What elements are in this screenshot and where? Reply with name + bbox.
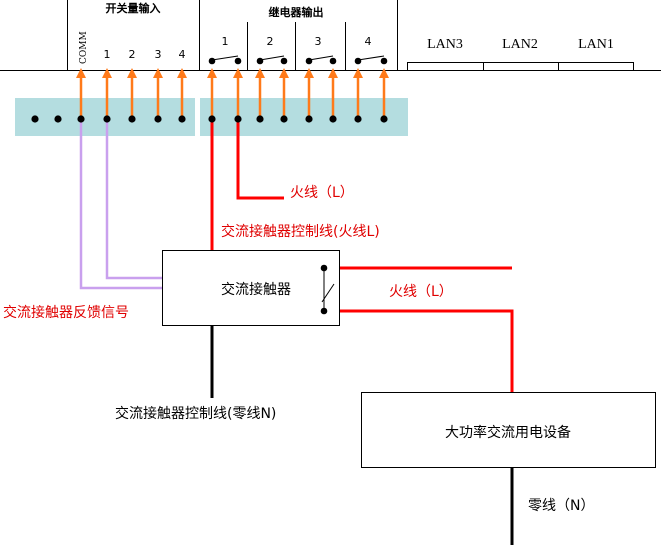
live-wires [210, 118, 514, 392]
input-number-2: 2 [129, 48, 136, 61]
relay-contacts [211, 55, 385, 61]
contactor-control-neutral-label: 交流接触器控制线(零线N) [115, 405, 276, 422]
contactor-feedback-label: 交流接触器反馈信号 [3, 304, 129, 321]
neutral-wire-label: 零线（N） [528, 498, 594, 514]
relay-number-1: 1 [222, 35, 229, 48]
contactor-box [162, 250, 340, 326]
relay-number-4: 4 [365, 35, 372, 48]
relay-number-3: 3 [315, 35, 322, 48]
contactor-name: 交流接触器 [221, 281, 291, 298]
comm-label: COMM [79, 31, 89, 64]
terminal-arrows [79, 76, 386, 118]
switch-input-label: 开关量输入 [106, 1, 161, 15]
lan-ports [407, 62, 634, 71]
relay-output-label: 继电器输出 [269, 5, 324, 19]
lan2-label: LAN2 [502, 37, 538, 52]
equipment-name: 大功率交流用电设备 [445, 424, 571, 441]
equipment-box [361, 392, 656, 468]
lan1-label: LAN1 [578, 37, 614, 52]
relay-contact-dots [208, 57, 388, 65]
input-number-4: 4 [179, 48, 186, 61]
arrow-heads [76, 68, 389, 78]
neutral-wires [210, 326, 514, 545]
input-number-1: 1 [104, 48, 111, 61]
terminal-dots [31, 115, 388, 123]
lan3-label: LAN3 [427, 37, 463, 52]
feedback-wires [79, 118, 162, 290]
live-wire-label-1: 火线（L） [290, 185, 354, 201]
contactor-switch [320, 264, 335, 315]
input-number-3: 3 [155, 48, 162, 61]
contactor-control-live-label: 交流接触器控制线(火线L) [221, 223, 380, 240]
output-terminal-strip [200, 98, 408, 136]
relay-number-2: 2 [267, 35, 274, 48]
live-wire-label-2: 火线（L） [389, 284, 453, 300]
